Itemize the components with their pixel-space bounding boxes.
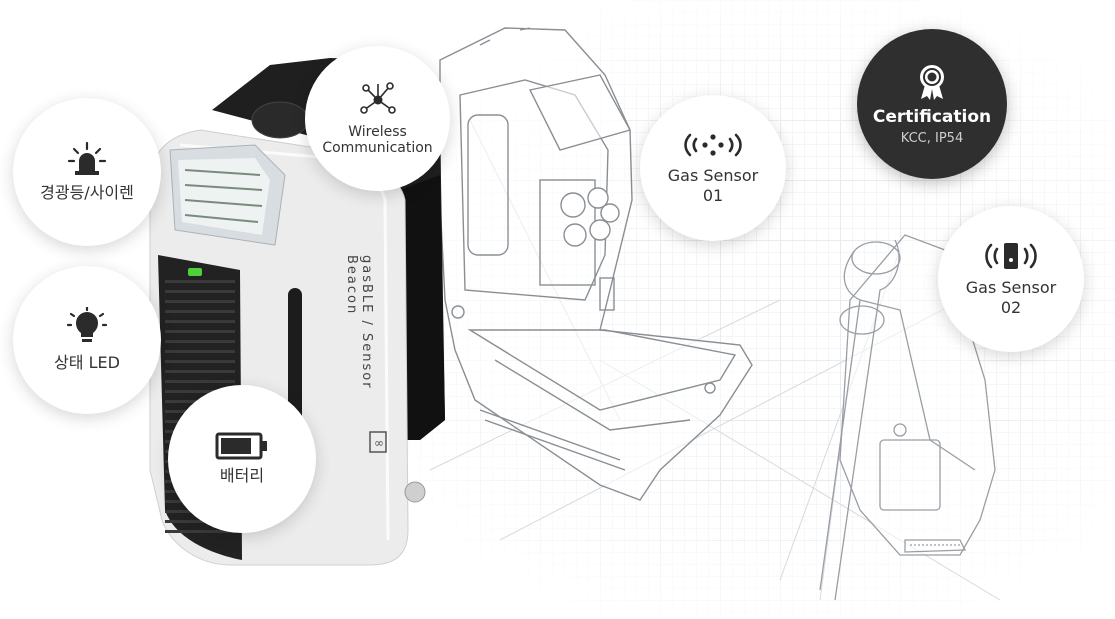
siren-icon [67, 141, 107, 175]
feature-bubble-wireless: Wireless Communication [305, 46, 450, 191]
feature-bubble-gas-sensor-02: Gas Sensor 02 [938, 206, 1084, 352]
sensor-signal-icon [684, 133, 742, 157]
certification-title: Certification [872, 106, 992, 127]
network-icon [359, 81, 396, 114]
gas-sensor-02-label: Gas Sensor 02 [965, 278, 1057, 317]
device-logo-mark: ∞ [374, 436, 384, 450]
feature-bubble-gas-sensor-01: Gas Sensor 01 [640, 95, 786, 241]
feature-bubble-certification: Certification KCC, IP54 [857, 29, 1007, 179]
siren-label: 경광등/사이렌 [40, 183, 134, 202]
open-case-wireframe [439, 27, 753, 501]
status-led-indicator [188, 268, 202, 276]
siren-light-strips [184, 169, 263, 223]
feature-bubble-battery: 배터리 [168, 385, 316, 533]
status-led-label: 상태 LED [54, 353, 120, 372]
device-signal-icon [985, 243, 1037, 269]
gas-sensor-01-label: Gas Sensor 01 [667, 166, 759, 205]
device-brand-text: gasBLE / Sensor Beacon [344, 255, 374, 390]
battery-label: 배터리 [219, 466, 265, 485]
lightbulb-icon [67, 307, 107, 342]
feature-bubble-status-led: 상태 LED [13, 266, 161, 414]
feature-bubble-siren: 경광등/사이렌 [13, 98, 161, 246]
award-icon [920, 64, 944, 100]
certification-detail: KCC, IP54 [900, 130, 964, 146]
wireless-label: Wireless Communication [322, 123, 433, 156]
battery-icon [215, 432, 267, 460]
